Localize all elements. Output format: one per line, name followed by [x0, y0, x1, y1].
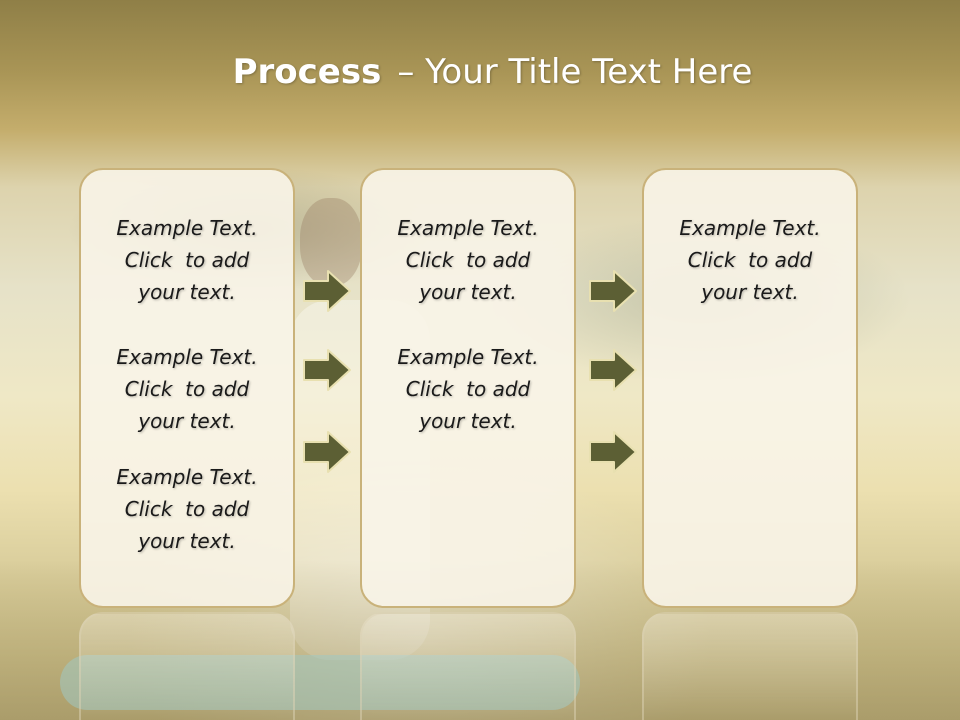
text-line: Click to add	[124, 497, 250, 521]
text-block[interactable]: Example Text. Click to add your text.	[81, 461, 293, 557]
text-block[interactable]: Example Text. Click to add your text.	[644, 212, 856, 308]
right-arrow-icon[interactable]	[588, 269, 638, 313]
text-line: Example Text.	[116, 465, 258, 489]
text-block[interactable]: Example Text. Click to add your text.	[362, 212, 574, 308]
right-arrow-icon[interactable]	[302, 430, 352, 474]
card-reflection	[642, 612, 858, 720]
process-card-1[interactable]: Example Text. Click to add your text. Ex…	[79, 168, 295, 608]
process-card-3[interactable]: Example Text. Click to add your text.	[642, 168, 858, 608]
text-line: your text.	[138, 280, 236, 304]
text-block[interactable]: Example Text. Click to add your text.	[81, 341, 293, 437]
right-arrow-icon[interactable]	[302, 269, 352, 313]
text-line: your text.	[419, 409, 517, 433]
text-line: your text.	[701, 280, 799, 304]
text-line: Example Text.	[116, 216, 258, 240]
text-block[interactable]: Example Text. Click to add your text.	[362, 341, 574, 437]
text-line: Click to add	[687, 248, 813, 272]
card-reflection	[360, 612, 576, 720]
slide-title[interactable]: Process – Your Title Text Here	[0, 52, 960, 92]
text-block[interactable]: Example Text. Click to add your text.	[81, 212, 293, 308]
right-arrow-icon[interactable]	[302, 348, 352, 392]
title-bold: Process	[232, 52, 382, 92]
person-head	[300, 198, 362, 286]
text-line: Click to add	[124, 377, 250, 401]
text-line: Click to add	[405, 248, 531, 272]
text-line: Click to add	[405, 377, 531, 401]
right-arrow-icon[interactable]	[588, 348, 638, 392]
text-line: Example Text.	[397, 345, 539, 369]
text-line: your text.	[138, 409, 236, 433]
text-line: your text.	[138, 529, 236, 553]
card-reflection	[79, 612, 295, 720]
right-arrow-icon[interactable]	[588, 430, 638, 474]
text-line: Example Text.	[397, 216, 539, 240]
process-card-2[interactable]: Example Text. Click to add your text. Ex…	[360, 168, 576, 608]
title-rest: – Your Title Text Here	[397, 52, 753, 92]
text-line: Example Text.	[116, 345, 258, 369]
yoga-mat	[60, 655, 580, 710]
text-line: your text.	[419, 280, 517, 304]
text-line: Click to add	[124, 248, 250, 272]
text-line: Example Text.	[679, 216, 821, 240]
